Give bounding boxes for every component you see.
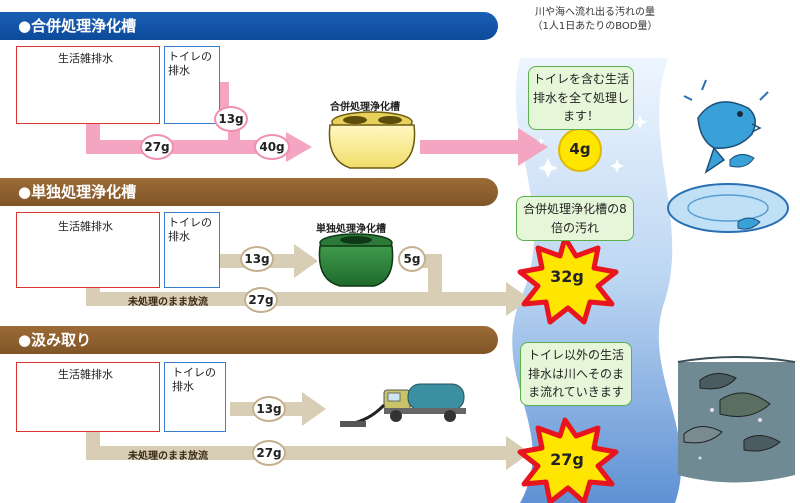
household-label-standalone: 生活雑排水 <box>58 220 113 233</box>
flow-value-after-tank-standalone: 5g <box>398 246 426 272</box>
toilet-label-standalone: トイレの排水 <box>168 216 212 243</box>
note-standalone: 合併処理浄化槽の8倍の汚れ <box>516 196 634 242</box>
result-standalone: 32g <box>550 267 584 286</box>
household-box-pumpout <box>16 362 160 432</box>
note-pumpout: トイレ以外の生活排水は川へそのまま流れていきます <box>520 342 632 406</box>
household-label-combined: 生活雑排水 <box>58 52 113 65</box>
starburst-32g <box>517 235 619 325</box>
section-header-combined: ●合併処理浄化槽 <box>0 12 498 40</box>
starburst-27g <box>517 417 619 503</box>
household-box-standalone <box>16 212 160 288</box>
untreated-label-standalone: 未処理のまま放流 <box>128 297 208 308</box>
flow-value-toilet-standalone: 13g <box>240 246 274 272</box>
bod-caption: 川や海へ流れ出る汚れの量 （1人1日あたりのBOD量） <box>520 6 670 34</box>
flow-value-untreated-standalone: 27g <box>244 287 278 313</box>
toilet-label-pumpout: トイレの排水 <box>172 366 216 393</box>
flow-value-toilet-combined: 13g <box>214 106 248 132</box>
clean-water-fish-scene <box>667 79 789 233</box>
toilet-label-combined: トイレの排水 <box>168 50 212 77</box>
flow-value-household-combined: 27g <box>140 134 174 160</box>
flow-value-untreated-pumpout: 27g <box>252 440 286 466</box>
section-header-standalone: ●単独処理浄化槽 <box>0 178 498 206</box>
household-box-combined <box>16 46 160 124</box>
toilet-box-standalone <box>164 212 220 288</box>
result-combined: 4g <box>569 140 591 158</box>
untreated-label-pumpout: 未処理のまま放流 <box>128 451 208 462</box>
section-header-pumpout: ●汲み取り <box>0 326 498 354</box>
flow-standalone <box>86 244 530 316</box>
result-pumpout: 27g <box>550 450 584 469</box>
flow-value-total-combined: 40g <box>254 134 290 160</box>
dirty-water-fish-scene <box>677 356 796 483</box>
sparkle-icons <box>537 115 647 178</box>
tank-label-combined: 合併処理浄化槽 <box>330 102 400 113</box>
caption-line-2: （1人1日あたりのBOD量） <box>532 21 658 32</box>
standalone-tank-icon <box>318 233 394 287</box>
caption-line-1: 川や海へ流れ出る汚れの量 <box>535 7 655 18</box>
flow-value-toilet-pumpout: 13g <box>252 396 286 422</box>
household-label-pumpout: 生活雑排水 <box>58 368 113 381</box>
toilet-box-pumpout <box>164 362 226 432</box>
tank-label-standalone: 単独処理浄化槽 <box>316 224 386 235</box>
combined-tank-icon <box>328 111 416 169</box>
toilet-box-combined <box>164 46 220 124</box>
vacuum-truck-icon <box>340 383 466 427</box>
note-combined: トイレを含む生活排水を全て処理します！ <box>528 66 634 130</box>
